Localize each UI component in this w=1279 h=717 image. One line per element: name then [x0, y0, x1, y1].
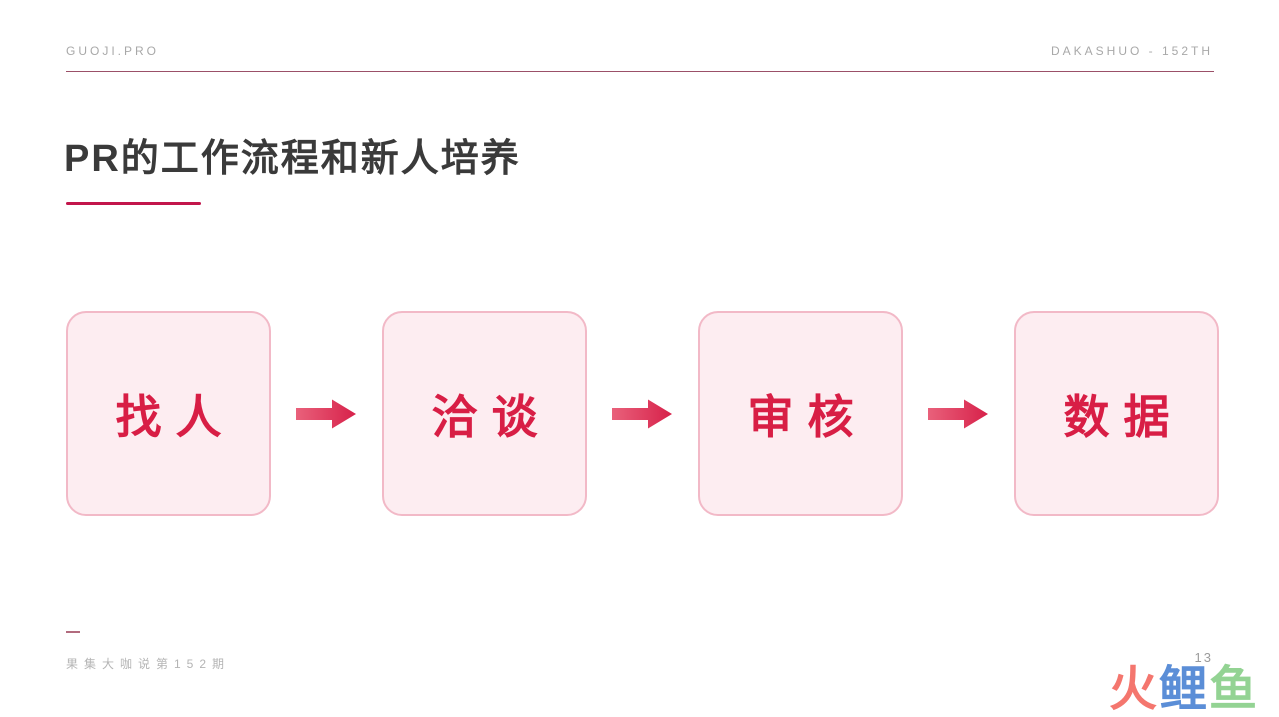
arrow-right-icon	[927, 399, 988, 428]
footer-caption: 果集大咖说第152期	[66, 657, 231, 671]
title-underline	[66, 202, 201, 205]
header-brand-text: GUOJI.PRO	[66, 44, 160, 58]
logo-char: 鱼	[1208, 663, 1259, 716]
flow-step-zhaoren: 找人	[66, 311, 271, 516]
flow-step-qiatan: 洽谈	[382, 311, 587, 516]
flow-step-shenhe: 审核	[698, 311, 903, 516]
flow-step-label: 洽谈	[431, 390, 552, 443]
flow-step-label: 找人	[115, 390, 236, 443]
logo-char: 火	[1108, 663, 1159, 716]
header-episode-text: DAKASHUO - 152TH	[1050, 44, 1213, 58]
logo-char: 鲤	[1158, 663, 1209, 716]
process-flow: 找人 洽谈 审核 数据	[66, 311, 1219, 516]
flow-step-label: 数据	[1063, 390, 1184, 443]
huoliyu-logo: 火鲤鱼	[1109, 666, 1259, 714]
page-number: 13	[1194, 650, 1213, 665]
header-divider	[66, 71, 1214, 72]
arrow-right-icon	[611, 399, 672, 428]
arrow-right-icon	[295, 399, 356, 428]
flow-step-label: 审核	[747, 390, 868, 443]
footer-dash	[66, 631, 80, 633]
flow-step-shuju: 数据	[1014, 311, 1219, 516]
page-title: PR的工作流程和新人培养	[64, 138, 521, 180]
